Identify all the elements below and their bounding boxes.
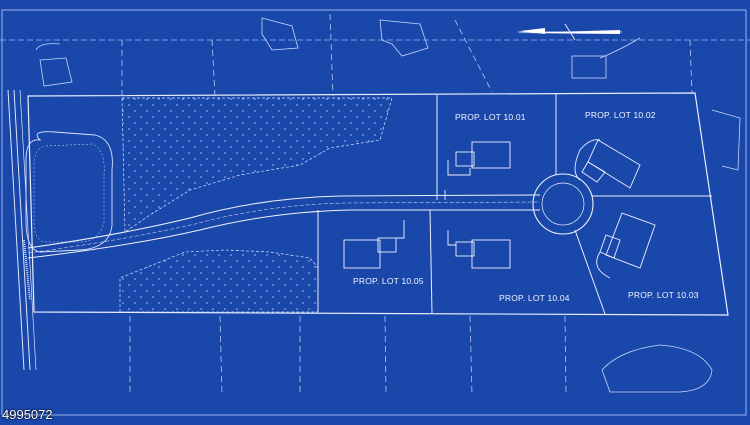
- neighbor-buildings-east: [599, 37, 741, 393]
- north-arrow-icon: [518, 23, 622, 41]
- house-lot-10-02: [574, 139, 641, 189]
- listing-id: 4995072: [2, 407, 53, 422]
- lot-label-10-01: PROP. LOT 10.01: [455, 112, 526, 122]
- stormwater-basin: [25, 131, 113, 253]
- drawing-frame: [1, 9, 747, 416]
- wetland-area-north: [121, 97, 393, 233]
- adjacent-lot-lines: [121, 13, 693, 396]
- cul-de-sac-inner: [541, 182, 585, 226]
- basin-inner: [33, 143, 105, 243]
- lot-label-10-02: PROP. LOT 10.02: [585, 110, 656, 120]
- house-lot-10-05: [343, 220, 405, 269]
- house-lot-10-03: [596, 212, 656, 279]
- house-lot-10-04: [447, 230, 511, 269]
- neighbor-buildings-north: [35, 17, 607, 87]
- lot-label-10-03: PROP. LOT 10.03: [628, 290, 699, 300]
- access-road: [27, 194, 541, 259]
- lot-label-10-04: PROP. LOT 10.04: [499, 293, 570, 303]
- lot-label-10-05: PROP. LOT 10.05: [353, 276, 424, 286]
- lot-lines: [317, 94, 712, 315]
- property-boundary: [27, 92, 729, 316]
- house-lot-10-01: [444, 141, 511, 200]
- highway-left: [7, 89, 37, 371]
- cul-de-sac: [532, 173, 594, 235]
- wetland-area-south: [119, 249, 319, 313]
